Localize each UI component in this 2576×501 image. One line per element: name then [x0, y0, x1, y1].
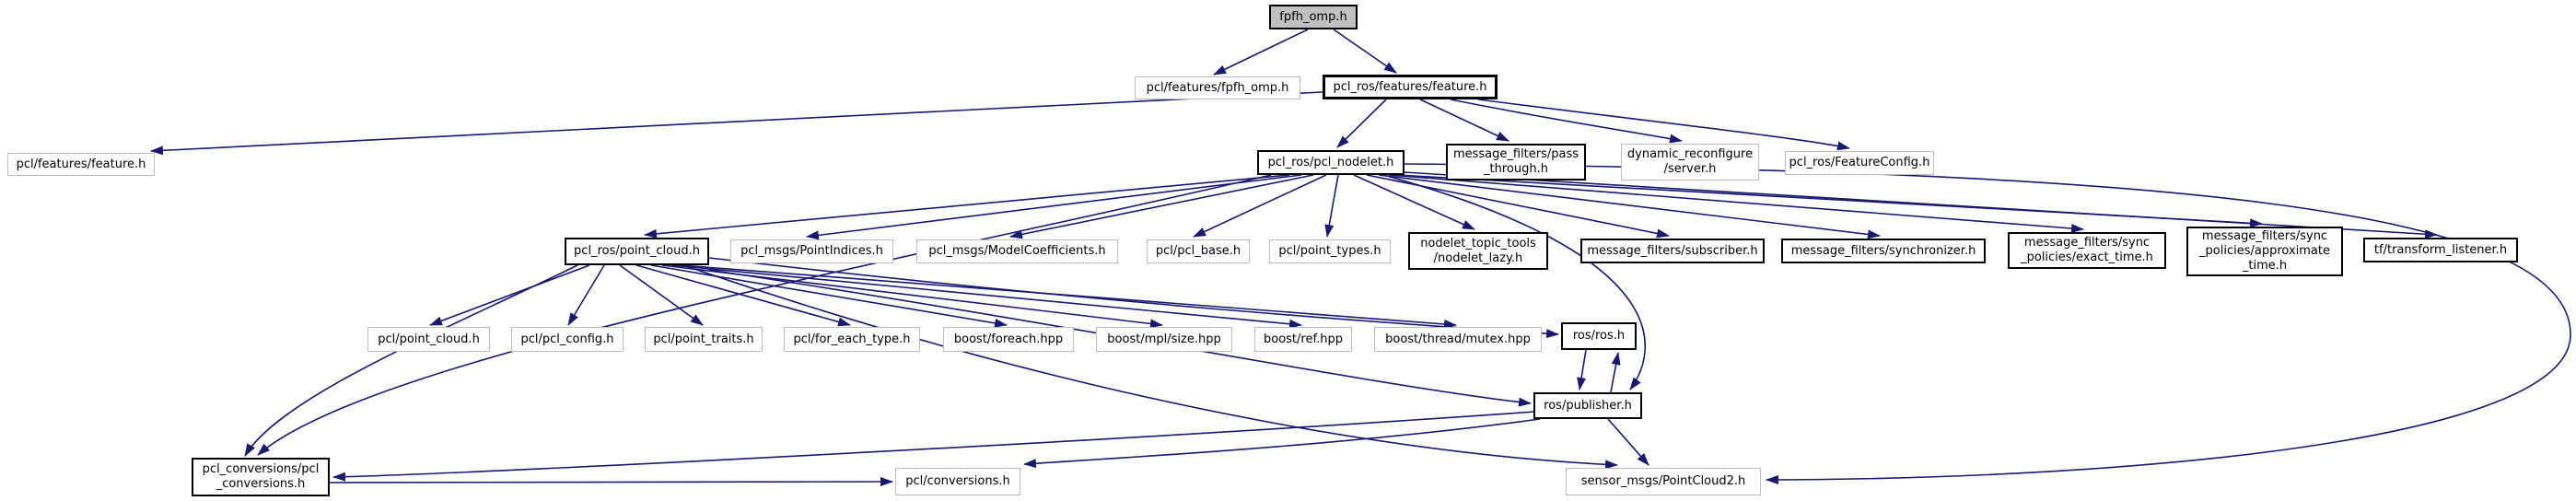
node-pcl-ros-pcl-nodelet-h[interactable]: pcl_ros/pcl_nodelet.h — [1257, 150, 1405, 175]
edge-pcl-ros-pcl-nodelet-h--to--nodelet-topic-tools-nodelet-lazy-h — [1353, 174, 1475, 230]
edge-pcl-ros-pcl-nodelet-h--to--message-filters-synchronizer-h — [1378, 174, 1881, 239]
edge-ros-publisher-h--to--ros-ros-h — [1610, 352, 1621, 393]
edge-pcl-ros-features-feature-h--to--pcl-features-feature-h — [150, 91, 1323, 156]
node-pcl-pcl-base-h: pcl/pcl_base.h — [1147, 239, 1250, 263]
edge-pcl-ros-features-feature-h--to--dynamic-reconfigure-server-h — [1450, 99, 1683, 144]
edge-pcl-ros-point-cloud-h--to--pcl-conversions-pcl-conversions-h — [244, 264, 578, 457]
node-pcl-pcl-config-h: pcl/pcl_config.h — [511, 327, 624, 352]
node-pcl-ros-point-cloud-h[interactable]: pcl_ros/point_cloud.h — [565, 238, 709, 265]
node-tf-transform-listener-h[interactable]: tf/transform_listener.h — [2363, 238, 2518, 262]
node-pcl-conversions-pcl-conversions-h[interactable]: pcl_conversions/pcl _conversions.h — [192, 458, 330, 496]
edge-pcl-ros-point-cloud-h--to--pcl-point-cloud-h — [429, 264, 590, 326]
node-boost-ref-hpp: boost/ref.hpp — [1254, 327, 1352, 352]
edge-pcl-ros-pcl-nodelet-h--to--sensor-msgs-pointcloud2-h — [1404, 163, 2571, 484]
node-message-filters-synchronizer-h[interactable]: message_filters/synchronizer.h — [1781, 239, 1986, 263]
edge-pcl-ros-pcl-nodelet-h--to--pcl-msgs-pointindices-h — [806, 174, 1302, 240]
edge-pcl-ros-point-cloud-h--to--sensor-msgs-pointcloud2-h — [688, 266, 1618, 470]
node-pcl-features-fpfh-omp-h: pcl/features/fpfh_omp.h — [1135, 76, 1300, 99]
edge-pcl-ros-pcl-nodelet-h--to--pcl-msgs-modelcoefficients-h — [1009, 174, 1314, 239]
edge-ros-publisher-h--to--pcl-conversions-h — [1023, 418, 1541, 469]
node-message-filters-sync-policies-exact-time-h[interactable]: message_filters/sync _policies/exact_tim… — [2008, 232, 2166, 269]
node-message-filters-subscriber-h[interactable]: message_filters/subscriber.h — [1580, 239, 1765, 263]
node-pcl-conversions-h: pcl/conversions.h — [895, 468, 1020, 495]
node-pcl-ros-features-feature-h[interactable]: pcl_ros/features/feature.h — [1323, 75, 1498, 99]
edge-ros-publisher-h--to--pcl-conversions-pcl-conversions-h — [332, 411, 1536, 482]
node-pcl-point-traits-h: pcl/point_traits.h — [645, 327, 763, 352]
edge-fpfh-omp-h--to--pcl-ros-features-feature-h — [1333, 29, 1397, 74]
edge-pcl-conversions-pcl-conversions-h--to--pcl-conversions-h — [329, 477, 893, 487]
edge-pcl-ros-pcl-nodelet-h--to--tf-transform-listener-h — [1403, 171, 2438, 239]
node-pcl-features-feature-h: pcl/features/feature.h — [7, 153, 155, 176]
node-message-filters-pass-through-h[interactable]: message_filters/pass _through.h — [1446, 144, 1586, 181]
edge-pcl-ros-pcl-nodelet-h--to--message-filters-sync-policies-exact-time-h — [1388, 174, 2084, 233]
node-pcl-ros-featureconfig-h: pcl_ros/FeatureConfig.h — [1785, 151, 1934, 175]
node-boost-mpl-size-hpp: boost/mpl/size.hpp — [1096, 327, 1232, 352]
edge-pcl-ros-point-cloud-h--to--pcl-for-each-type-h — [635, 264, 851, 327]
edge-pcl-ros-point-cloud-h--to--boost-ref-hpp — [670, 264, 1302, 329]
node-ros-publisher-h[interactable]: ros/publisher.h — [1533, 392, 1642, 419]
node-boost-thread-mutex-hpp: boost/thread/mutex.hpp — [1374, 327, 1542, 352]
edge-pcl-ros-point-cloud-h--to--pcl-pcl-config-h — [567, 264, 605, 326]
edge-ros-ros-h--to--ros-publisher-h — [1577, 349, 1587, 390]
node-pcl-point-cloud-h: pcl/point_cloud.h — [367, 327, 490, 352]
node-pcl-point-types-h: pcl/point_types.h — [1269, 239, 1391, 263]
node-ros-ros-h[interactable]: ros/ros.h — [1561, 322, 1637, 350]
edge-pcl-ros-features-feature-h--to--message-filters-pass-through-h — [1419, 99, 1509, 142]
node-pcl-for-each-type-h: pcl/for_each_type.h — [784, 327, 920, 352]
node-fpfh-omp-h: fpfh_omp.h — [1269, 5, 1358, 29]
node-dynamic-reconfigure-server-h: dynamic_reconfigure /server.h — [1621, 144, 1759, 181]
edge-fpfh-omp-h--to--pcl-features-fpfh-omp-h — [1213, 29, 1309, 76]
node-sensor-msgs-pointcloud2-h: sensor_msgs/PointCloud2.h — [1566, 468, 1761, 495]
edge-pcl-ros-pcl-nodelet-h--to--pcl-conversions-pcl-conversions-h — [257, 174, 1272, 456]
edge-pcl-ros-point-cloud-h--to--boost-foreach-hpp — [650, 264, 1008, 328]
edge-ros-publisher-h--to--sensor-msgs-pointcloud2-h — [1607, 418, 1649, 466]
node-pcl-msgs-pointindices-h: pcl_msgs/PointIndices.h — [730, 239, 893, 263]
edge-pcl-ros-features-feature-h--to--pcl-ros-pcl-nodelet-h — [1336, 99, 1387, 148]
edge-pcl-ros-pcl-nodelet-h--to--ros-publisher-h — [1382, 174, 1647, 390]
node-nodelet-topic-tools-nodelet-lazy-h[interactable]: nodelet_topic_tools /nodelet_lazy.h — [1408, 232, 1548, 270]
edge-group — [150, 29, 2571, 487]
edge-pcl-ros-features-feature-h--to--pcl-ros-featureconfig-h — [1477, 99, 1850, 151]
edge-pcl-ros-pcl-nodelet-h--to--pcl-pcl-base-h — [1193, 174, 1327, 238]
edge-pcl-ros-pcl-nodelet-h--to--pcl-ros-point-cloud-h — [644, 174, 1290, 239]
edge-pcl-ros-pcl-nodelet-h--to--pcl-point-types-h — [1324, 174, 1339, 238]
edge-pcl-ros-point-cloud-h--to--pcl-point-traits-h — [619, 264, 704, 326]
node-pcl-msgs-modelcoefficients-h: pcl_msgs/ModelCoefficients.h — [916, 239, 1118, 263]
node-message-filters-sync-policies-approximate-time-h[interactable]: message_filters/sync _policies/approxima… — [2186, 227, 2343, 276]
node-boost-foreach-hpp: boost/foreach.hpp — [943, 327, 1074, 352]
